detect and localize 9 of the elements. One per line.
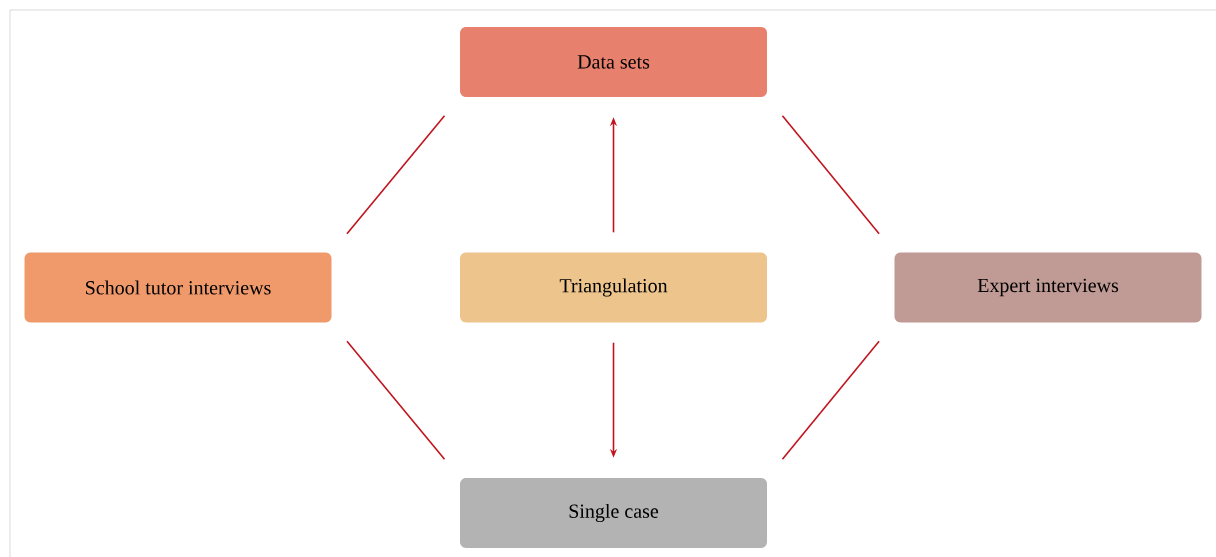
process-box: Triangulation — [460, 252, 767, 323]
process-box: School tutor interviews — [24, 252, 332, 323]
process-box: Single case — [460, 478, 767, 548]
process-box: Expert interviews — [894, 252, 1202, 323]
connector-line — [346, 340, 446, 461]
connector-line — [346, 114, 446, 235]
connector-line — [781, 340, 880, 461]
connector-line — [781, 114, 880, 235]
process-box: Data sets — [460, 27, 767, 97]
